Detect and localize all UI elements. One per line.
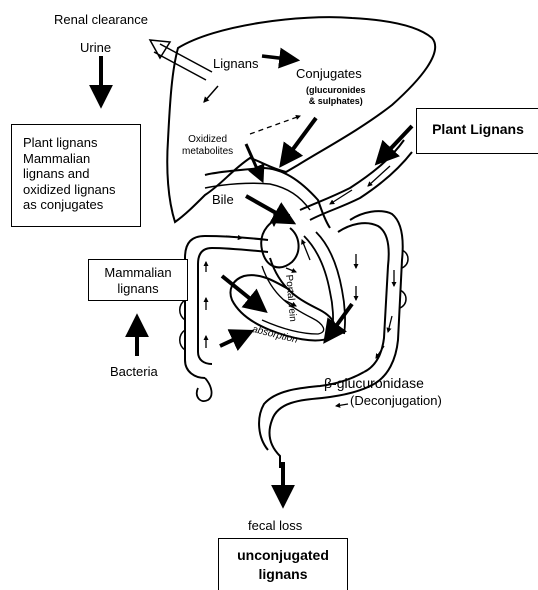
oxidized-metabolites-label: Oxidized metabolites (182, 134, 233, 158)
esophagus-tube (300, 140, 412, 220)
urine-contents-box: Plant lignans Mammalian lignans and oxid… (11, 124, 141, 227)
plant-lignans-text: Plant Lignans (417, 121, 538, 137)
urine-contents-text: Plant lignans Mammalian lignans and oxid… (23, 135, 116, 213)
conjugates-detail-label: (glucuronides & sulphates) (306, 85, 366, 107)
beta-glucuronidase-label: β-glucuronidase (324, 376, 424, 391)
colon (185, 236, 268, 378)
fecal-loss-label: fecal loss (248, 518, 302, 533)
bacteria-label: Bacteria (110, 364, 158, 379)
duodenum (261, 215, 298, 267)
mammalian-lignans-box: Mammalian lignans (88, 259, 188, 301)
lignans-label: Lignans (213, 56, 259, 71)
urine-label: Urine (80, 40, 111, 55)
unconjugated-lignans-box: unconjugated lignans (218, 538, 348, 590)
unconjugated-lignans-text: unconjugated lignans (219, 546, 347, 584)
conjugates-label: Conjugates (296, 66, 362, 81)
liver-outline (167, 17, 435, 222)
bile-label: Bile (212, 192, 234, 207)
renal-clearance-label: Renal clearance (54, 12, 148, 27)
plant-lignans-box: Plant Lignans (416, 108, 538, 154)
mammalian-lignans-text: Mammalian lignans (89, 265, 187, 297)
deconjugation-label: (Deconjugation) (350, 393, 442, 408)
portal-vein (304, 232, 345, 334)
